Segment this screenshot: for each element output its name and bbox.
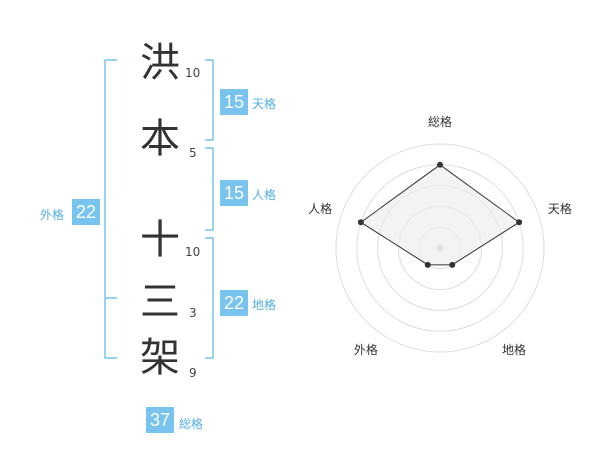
stroke-count-5: 9 — [189, 366, 197, 380]
radar-area — [359, 164, 521, 266]
jinkaku-bracket — [205, 147, 214, 231]
tenkaku-value-badge: 15 — [220, 89, 248, 115]
name-char-1: 洪 — [140, 40, 180, 86]
radar-point-3 — [449, 261, 456, 268]
name-char-4: 三 — [140, 279, 180, 325]
name-char-3: 十 — [140, 217, 180, 263]
jinkaku-label: 人格 — [252, 188, 277, 202]
jinkaku-value-badge: 15 — [220, 180, 248, 206]
stroke-count-2: 5 — [189, 146, 197, 160]
stroke-count-3: 10 — [185, 245, 201, 259]
gaikaku-label: 外格 — [40, 208, 65, 222]
soukaku-label: 総格 — [179, 417, 204, 431]
radar-point-5 — [357, 219, 364, 226]
name-char-2: 本 — [140, 116, 180, 162]
stroke-count-4: 3 — [189, 306, 197, 320]
gaikaku-bracket — [104, 59, 117, 359]
stroke-count-1: 10 — [185, 66, 201, 80]
radar-axis-label-4: 外格 — [354, 342, 378, 357]
radar-point-2 — [516, 219, 523, 226]
chikaku-bracket — [205, 237, 214, 359]
tenkaku-label: 天格 — [252, 97, 277, 111]
radar-axis-label-5: 人格 — [308, 201, 332, 216]
tenkaku-bracket — [205, 59, 214, 141]
radar-point-4 — [424, 261, 431, 268]
name-char-5: 架 — [140, 335, 180, 381]
radar-grid-ring-5 — [335, 143, 545, 353]
radar-axis-label-1: 総格 — [428, 114, 452, 129]
chikaku-label: 地格 — [252, 298, 277, 312]
soukaku-value-badge: 37 — [146, 407, 174, 433]
chikaku-value-badge: 22 — [220, 290, 248, 316]
radar-axis-label-3: 地格 — [502, 342, 526, 357]
radar-point-1 — [437, 161, 443, 168]
gaikaku-value-badge: 22 — [72, 199, 100, 225]
radar-axis-label-2: 天格 — [548, 201, 572, 216]
